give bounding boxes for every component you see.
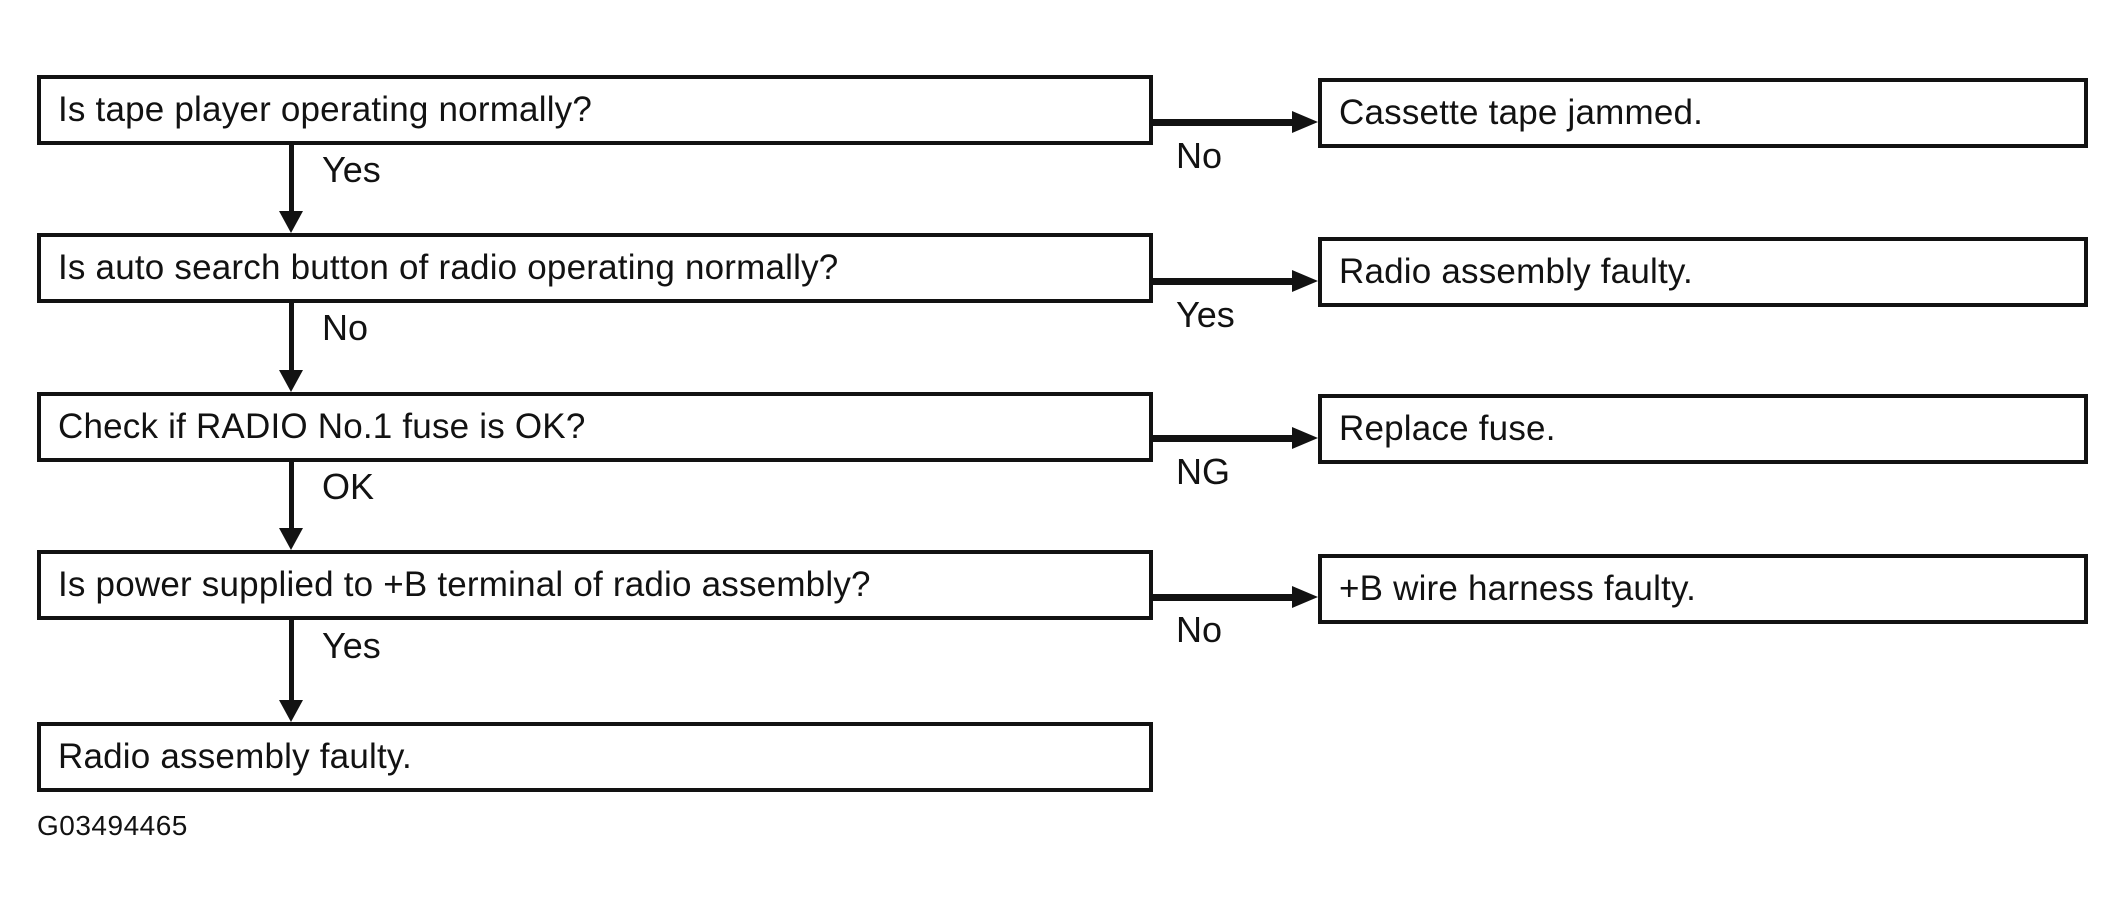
step-2-result-box: Radio assembly faulty.	[1318, 237, 2088, 307]
step-3-result-text: Replace fuse.	[1339, 409, 1556, 448]
step-4-right-arrow	[1153, 594, 1292, 601]
step-2-down-arrow	[289, 303, 294, 371]
step-2-branch-label: Yes	[1176, 294, 1235, 335]
step-3-result-box: Replace fuse.	[1318, 394, 2088, 464]
figure-id: G03494465	[37, 810, 188, 841]
step-1-right-arrow	[1153, 119, 1292, 126]
step-1-branch-label: No	[1176, 135, 1223, 176]
step-3-question-box: Check if RADIO No.1 fuse is OK?	[37, 392, 1153, 462]
step-1-question-box: Is tape player operating normally?	[37, 75, 1153, 145]
step-4-down-label: Yes	[322, 625, 381, 666]
step-2-question-box: Is auto search button of radio operating…	[37, 233, 1153, 303]
final-result-box: Radio assembly faulty.	[37, 722, 1153, 792]
step-2-question-text: Is auto search button of radio operating…	[58, 248, 839, 287]
step-4-result-box: +B wire harness faulty.	[1318, 554, 2088, 624]
step-1-result-box: Cassette tape jammed.	[1318, 78, 2088, 148]
step-4-branch-label: No	[1176, 609, 1223, 650]
step-4-right-arrowhead-icon	[1292, 586, 1318, 608]
step-4-question-box: Is power supplied to +B terminal of radi…	[37, 550, 1153, 620]
step-3-branch-label: NG	[1176, 451, 1230, 492]
step-4-down-arrowhead-icon	[279, 700, 303, 722]
step-1-down-arrowhead-icon	[279, 211, 303, 233]
step-2-right-arrow	[1153, 278, 1292, 285]
step-4-question-text: Is power supplied to +B terminal of radi…	[58, 565, 871, 604]
step-1-down-arrow	[289, 145, 294, 213]
step-4-result-text: +B wire harness faulty.	[1339, 569, 1697, 608]
step-3-right-arrow	[1153, 435, 1292, 442]
step-3-down-arrowhead-icon	[279, 528, 303, 550]
step-1-down-label: Yes	[322, 149, 381, 190]
step-1-result-text: Cassette tape jammed.	[1339, 93, 1704, 132]
step-2-down-label: No	[322, 307, 369, 348]
step-3-down-label: OK	[322, 466, 375, 507]
final-result-text: Radio assembly faulty.	[58, 737, 412, 776]
step-1-right-arrowhead-icon	[1292, 111, 1318, 133]
step-3-right-arrowhead-icon	[1292, 427, 1318, 449]
step-4-down-arrow	[289, 620, 294, 701]
step-3-down-arrow	[289, 462, 294, 529]
step-2-right-arrowhead-icon	[1292, 270, 1318, 292]
step-2-down-arrowhead-icon	[279, 370, 303, 392]
step-1-question-text: Is tape player operating normally?	[58, 90, 593, 129]
step-3-question-text: Check if RADIO No.1 fuse is OK?	[58, 407, 586, 446]
step-2-result-text: Radio assembly faulty.	[1339, 252, 1693, 291]
